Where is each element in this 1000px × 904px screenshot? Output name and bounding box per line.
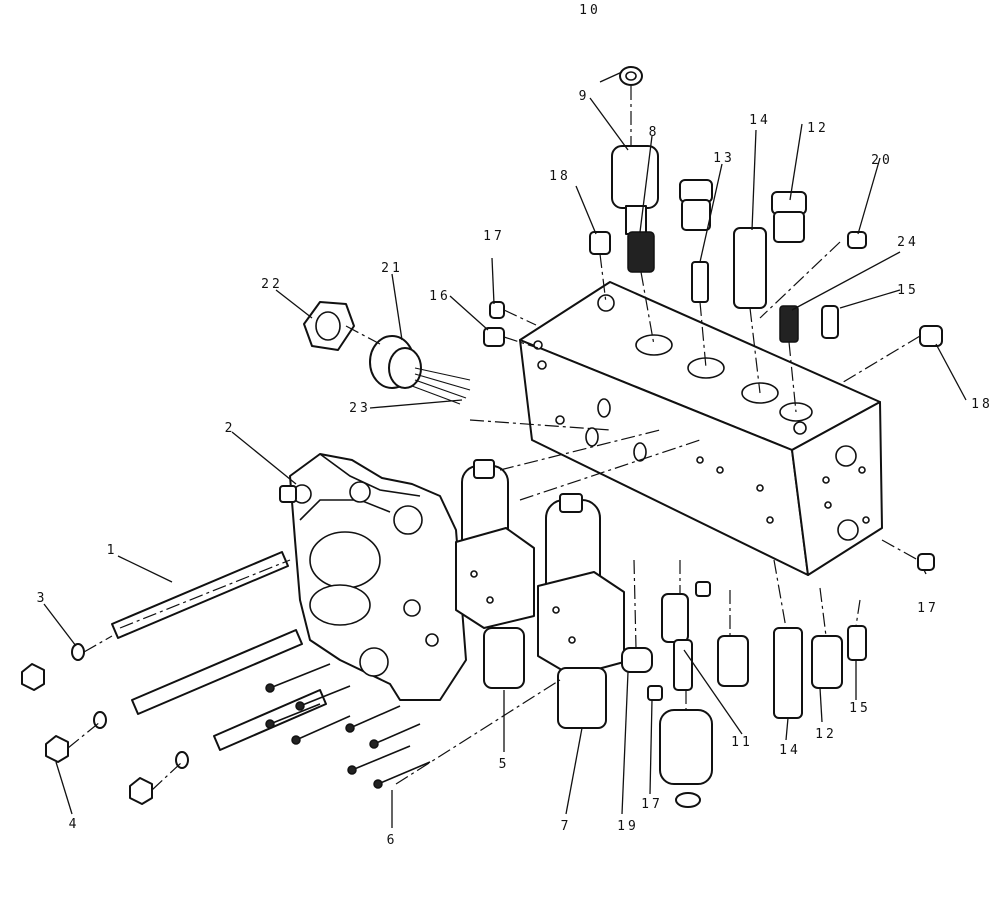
callout-18-right: 18: [971, 397, 993, 412]
callout-19: 19: [617, 819, 639, 834]
callout-4: 4: [69, 817, 80, 832]
callout-17-right: 17: [917, 601, 939, 616]
callout-16: 16: [429, 289, 451, 304]
assembly-axes: [67, 86, 921, 791]
callout-3: 3: [37, 591, 48, 606]
callout-2: 2: [225, 421, 236, 436]
connector-assembly: [303, 301, 471, 405]
nuts-and-washers: [21, 643, 189, 805]
callout-22: 22: [261, 277, 283, 292]
solenoid-valve-5: [455, 459, 535, 689]
callout-9: 9: [579, 89, 590, 104]
cap-screws: [265, 663, 431, 789]
callout-21: 21: [381, 261, 403, 276]
callout-24: 24: [897, 235, 919, 250]
valve-section: [279, 453, 467, 701]
callout-13: 13: [713, 151, 735, 166]
callout-labels: 1 2 3 4 5 6 7 8 9 10 11 12 12 13 14 14 1…: [37, 3, 993, 848]
tie-rods: [111, 551, 327, 751]
callout-23: 23: [349, 401, 371, 416]
callout-10: 10: [579, 3, 601, 18]
callout-18-top: 18: [549, 169, 571, 184]
callout-20: 20: [871, 153, 893, 168]
bottom-components: [621, 553, 935, 808]
callout-14-bottom: 14: [779, 743, 801, 758]
callout-1: 1: [107, 543, 118, 558]
callout-17-bottom: 17: [641, 797, 663, 812]
leader-lines: [43, 71, 967, 828]
callout-15-bottom: 15: [849, 701, 871, 716]
callout-8: 8: [649, 125, 660, 140]
callout-12-bottom: 12: [815, 727, 837, 742]
callout-12-top: 12: [807, 121, 829, 136]
callout-11: 11: [731, 735, 753, 750]
callout-15-top: 15: [897, 283, 919, 298]
callout-17-top: 17: [483, 229, 505, 244]
callout-6: 6: [387, 833, 398, 848]
manifold-block: [519, 281, 883, 576]
callout-7: 7: [561, 819, 572, 834]
callout-5: 5: [499, 757, 510, 772]
solenoid-valve-7: [537, 493, 625, 729]
callout-14-top: 14: [749, 113, 771, 128]
